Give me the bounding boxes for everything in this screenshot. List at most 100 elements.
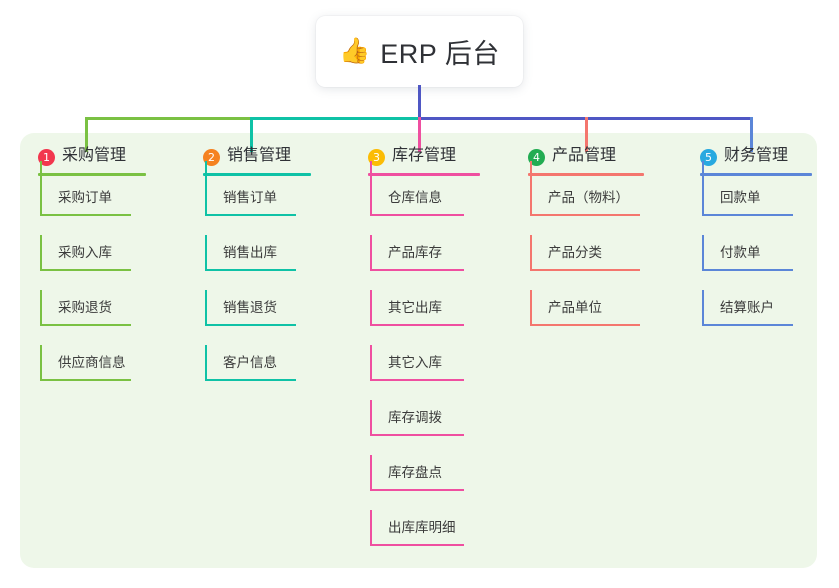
column-header-库存管理[interactable]: 3 库存管理 — [368, 146, 480, 180]
column-header-rule — [700, 173, 812, 176]
connector-drop-5 — [750, 117, 753, 152]
menu-item-spine — [205, 161, 207, 216]
menu-item-spine — [205, 290, 207, 326]
connector-drop-1 — [85, 117, 88, 152]
menu-item-出库库明细[interactable]: 出库库明细 — [368, 510, 464, 565]
menu-item-spine — [702, 290, 704, 326]
menu-item-rule — [370, 434, 464, 436]
menu-item-其它出库[interactable]: 其它出库 — [368, 290, 464, 345]
page-title: ERP 后台 — [380, 39, 500, 69]
menu-item-rule — [702, 324, 793, 326]
menu-item-rule — [205, 269, 296, 271]
menu-item-rule — [40, 379, 131, 381]
menu-item-销售订单[interactable]: 销售订单 — [203, 161, 296, 235]
menu-item-spine — [40, 235, 42, 271]
column-number-badge: 1 — [38, 149, 55, 166]
menu-item-label: 产品单位 — [548, 300, 602, 315]
column-3: 3 库存管理仓库信息产品库存其它出库其它入库库存调拨库存盘点出库库明细 — [368, 146, 480, 565]
menu-item-销售出库[interactable]: 销售出库 — [203, 235, 296, 290]
menu-item-spine — [370, 290, 372, 326]
column-number-badge: 3 — [368, 149, 385, 166]
menu-item-spine — [205, 235, 207, 271]
menu-item-label: 采购退货 — [58, 300, 112, 315]
connector-drop-4 — [585, 117, 588, 152]
menu-item-label: 结算账户 — [720, 300, 774, 315]
menu-item-rule — [370, 269, 464, 271]
menu-item-仓库信息[interactable]: 仓库信息 — [368, 161, 464, 235]
menu-item-产品库存[interactable]: 产品库存 — [368, 235, 464, 290]
menu-item-rule — [702, 214, 793, 216]
menu-item-spine — [530, 290, 532, 326]
column-header-rule — [38, 173, 146, 176]
connector-bus-segment-1 — [85, 117, 251, 120]
menu-item-spine — [370, 161, 372, 216]
menu-item-rule — [370, 379, 464, 381]
menu-item-label: 产品库存 — [388, 245, 442, 260]
menu-item-rule — [370, 214, 464, 216]
column-title: 产品管理 — [552, 147, 617, 164]
menu-item-label: 客户信息 — [223, 355, 277, 370]
menu-item-spine — [205, 345, 207, 381]
menu-item-rule — [205, 379, 296, 381]
menu-item-rule — [205, 324, 296, 326]
menu-item-库存盘点[interactable]: 库存盘点 — [368, 455, 464, 510]
connector-drop-3 — [418, 117, 421, 152]
menu-item-spine — [40, 161, 42, 216]
menu-item-spine — [370, 235, 372, 271]
menu-item-spine — [702, 235, 704, 271]
menu-item-rule — [370, 544, 464, 546]
menu-item-rule — [370, 324, 464, 326]
column-title: 采购管理 — [62, 147, 127, 164]
root-node-card[interactable]: 👍 ERP 后台 — [316, 16, 523, 87]
diagram-panel — [20, 133, 817, 568]
column-header-产品管理[interactable]: 4 产品管理 — [528, 146, 644, 180]
menu-item-label: 销售出库 — [223, 245, 277, 260]
column-header-rule — [203, 173, 311, 176]
menu-item-采购入库[interactable]: 采购入库 — [38, 235, 131, 290]
column-title: 库存管理 — [392, 147, 457, 164]
menu-item-spine — [370, 345, 372, 381]
menu-item-rule — [530, 269, 640, 271]
menu-item-rule — [40, 269, 131, 271]
column-header-采购管理[interactable]: 1 采购管理 — [38, 146, 146, 180]
menu-item-label: 产品分类 — [548, 245, 602, 260]
menu-item-采购退货[interactable]: 采购退货 — [38, 290, 131, 345]
menu-item-采购订单[interactable]: 采购订单 — [38, 161, 131, 235]
menu-item-产品单位[interactable]: 产品单位 — [528, 290, 640, 345]
menu-item-spine — [702, 161, 704, 216]
column-4: 4 产品管理产品（物料） 产品分类产品单位 — [528, 146, 644, 345]
menu-item-spine — [40, 290, 42, 326]
menu-item-label: 库存盘点 — [388, 465, 442, 480]
menu-item-spine — [40, 345, 42, 381]
column-header-rule — [368, 173, 480, 176]
thumbs-up-icon: 👍 — [339, 37, 371, 65]
menu-item-其它入库[interactable]: 其它入库 — [368, 345, 464, 400]
menu-item-label: 产品（物料） — [548, 190, 629, 205]
menu-item-label: 供应商信息 — [58, 355, 126, 370]
menu-item-label: 其它出库 — [388, 300, 442, 315]
menu-item-库存调拨[interactable]: 库存调拨 — [368, 400, 464, 455]
menu-item-销售退货[interactable]: 销售退货 — [203, 290, 296, 345]
column-number-badge: 4 — [528, 149, 545, 166]
menu-item-spine — [370, 510, 372, 546]
column-title: 财务管理 — [724, 147, 789, 164]
menu-item-rule — [530, 214, 640, 216]
menu-item-产品（物料）[interactable]: 产品（物料） — [528, 161, 640, 235]
menu-item-付款单[interactable]: 付款单 — [700, 235, 793, 290]
menu-item-label: 回款单 — [720, 190, 761, 205]
menu-item-客户信息[interactable]: 客户信息 — [203, 345, 296, 400]
menu-item-spine — [530, 235, 532, 271]
menu-item-结算账户[interactable]: 结算账户 — [700, 290, 793, 345]
column-number-badge: 2 — [203, 149, 220, 166]
column-header-rule — [528, 173, 644, 176]
menu-item-回款单[interactable]: 回款单 — [700, 161, 793, 235]
menu-item-rule — [702, 269, 793, 271]
menu-item-rule — [530, 324, 640, 326]
menu-item-供应商信息[interactable]: 供应商信息 — [38, 345, 131, 400]
menu-item-产品分类[interactable]: 产品分类 — [528, 235, 640, 290]
menu-item-label: 库存调拨 — [388, 410, 442, 425]
